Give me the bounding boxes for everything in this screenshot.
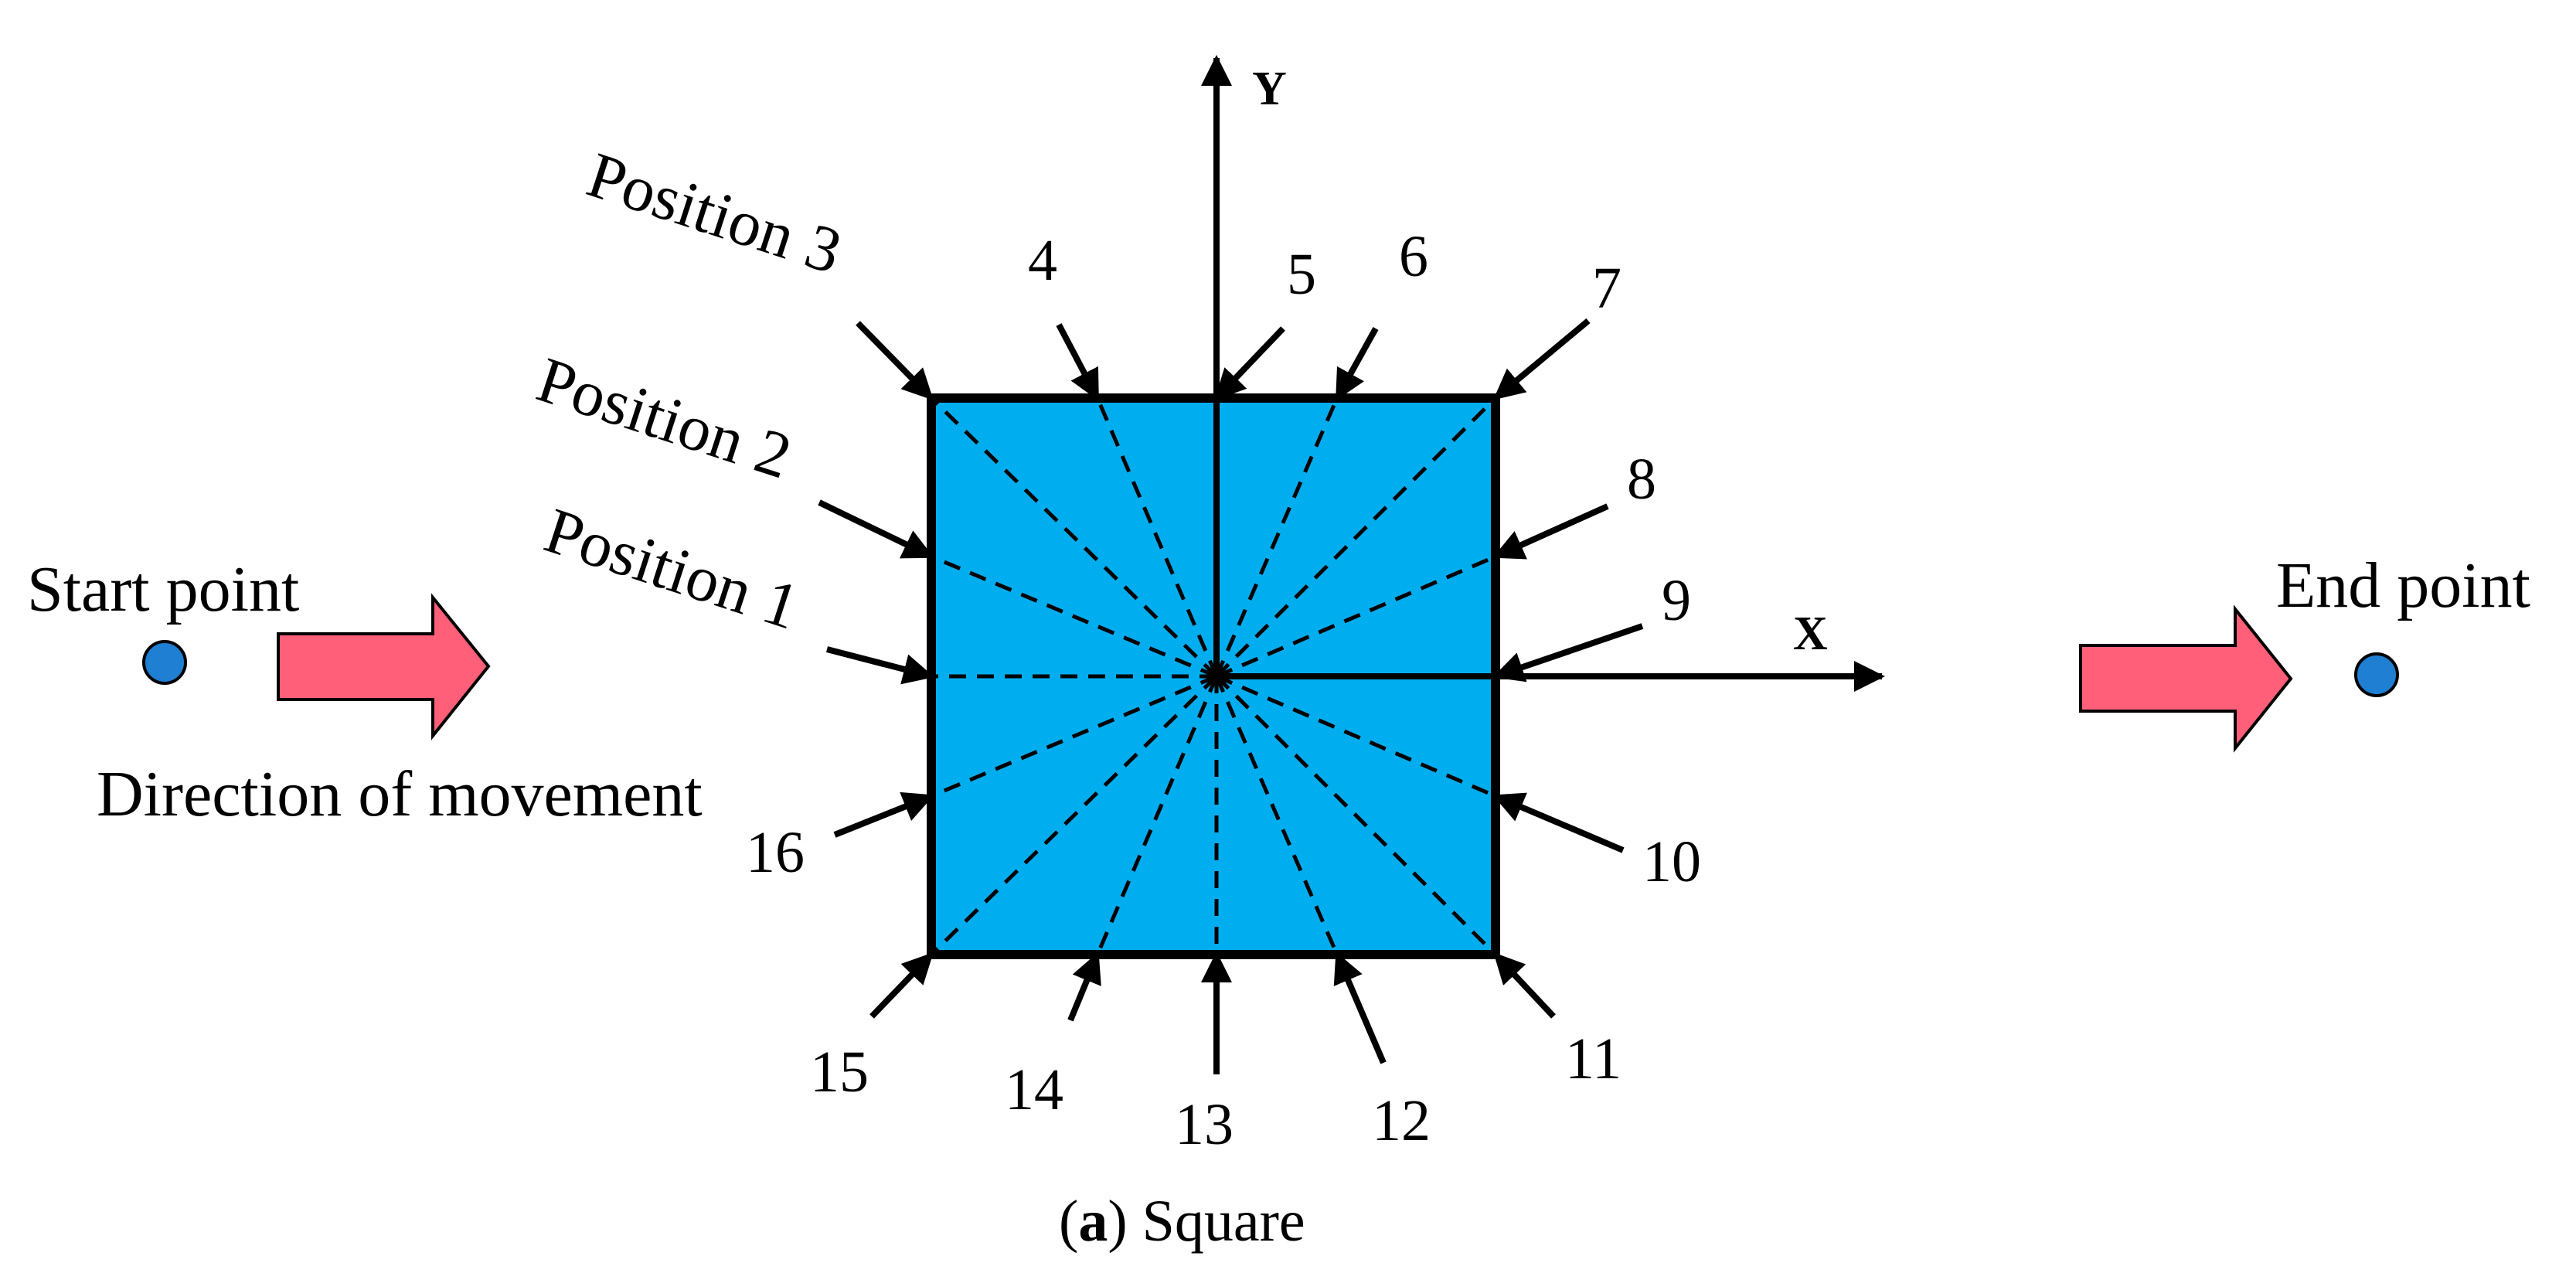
x-axis-label: X bbox=[1793, 608, 1828, 660]
dashed-ray-16 bbox=[931, 674, 1217, 798]
dashed-ray-10 bbox=[1216, 674, 1496, 798]
position-label-6: 6 bbox=[1399, 224, 1428, 289]
position-arrow-4 bbox=[1056, 323, 1101, 401]
dashed-ray-2 bbox=[931, 554, 1217, 679]
position-label-14: 14 bbox=[1005, 1057, 1063, 1122]
end-point-marker bbox=[2354, 652, 2399, 697]
position-label-1: Position 1 bbox=[536, 495, 808, 644]
position-arrow-10 bbox=[1492, 792, 1625, 853]
caption-text: Square bbox=[1142, 1189, 1305, 1254]
position-arrow-7 bbox=[1492, 318, 1591, 401]
position-arrows bbox=[818, 318, 1644, 1074]
position-arrow-2 bbox=[818, 499, 934, 560]
dashed-ray-11 bbox=[1215, 675, 1497, 956]
start-point-label: Start point bbox=[27, 553, 299, 625]
position-label-11: 11 bbox=[1565, 1026, 1621, 1091]
dashed-ray-6 bbox=[1214, 397, 1339, 677]
dashed-ray-7 bbox=[1215, 397, 1497, 678]
position-label-5: 5 bbox=[1287, 242, 1316, 307]
position-arrow-6 bbox=[1334, 327, 1379, 401]
figure-caption: (a) Square bbox=[1059, 1189, 1305, 1254]
position-arrow-12 bbox=[1333, 951, 1387, 1064]
caption-letter: a bbox=[1078, 1189, 1108, 1254]
position-label-7: 7 bbox=[1592, 256, 1621, 321]
position-arrow-3 bbox=[856, 321, 934, 400]
position-arrow-5 bbox=[1214, 326, 1285, 400]
position-arrow-8 bbox=[1492, 503, 1609, 560]
dashed-ray-8 bbox=[1216, 554, 1496, 679]
position-arrow-14 bbox=[1067, 951, 1101, 1022]
dashed-ray-14 bbox=[1095, 676, 1219, 955]
position-arrow-9 bbox=[1492, 623, 1644, 683]
dashed-ray-15 bbox=[930, 675, 1218, 956]
y-axis-label: Y bbox=[1252, 63, 1287, 115]
dashed-ray-3 bbox=[930, 397, 1218, 678]
position-label-13: 13 bbox=[1175, 1092, 1234, 1157]
position-arrow-16 bbox=[833, 791, 934, 838]
dashed-ray-12 bbox=[1214, 676, 1339, 955]
dashed-rays bbox=[930, 397, 1497, 956]
position-arrow-1 bbox=[825, 646, 934, 685]
position-label-3: Position 3 bbox=[579, 139, 850, 288]
position-label-16: 16 bbox=[746, 820, 805, 885]
direction-arrow-right bbox=[2079, 604, 2293, 753]
position-label-4: 4 bbox=[1028, 228, 1057, 293]
position-label-8: 8 bbox=[1627, 447, 1656, 512]
start-point-marker bbox=[142, 640, 187, 685]
position-label-15: 15 bbox=[810, 1040, 869, 1105]
position-label-10: 10 bbox=[1642, 829, 1701, 894]
position-arrow-11 bbox=[1493, 952, 1556, 1019]
direction-arrow-left bbox=[277, 593, 491, 740]
position-label-9: 9 bbox=[1662, 568, 1691, 633]
dashed-ray-4 bbox=[1095, 397, 1219, 677]
position-arrow-15 bbox=[869, 952, 934, 1019]
end-point-label: End point bbox=[2276, 550, 2530, 621]
direction-of-movement-label: Direction of movement bbox=[97, 758, 703, 830]
position-label-2: Position 2 bbox=[529, 344, 800, 493]
position-label-12: 12 bbox=[1372, 1088, 1431, 1153]
